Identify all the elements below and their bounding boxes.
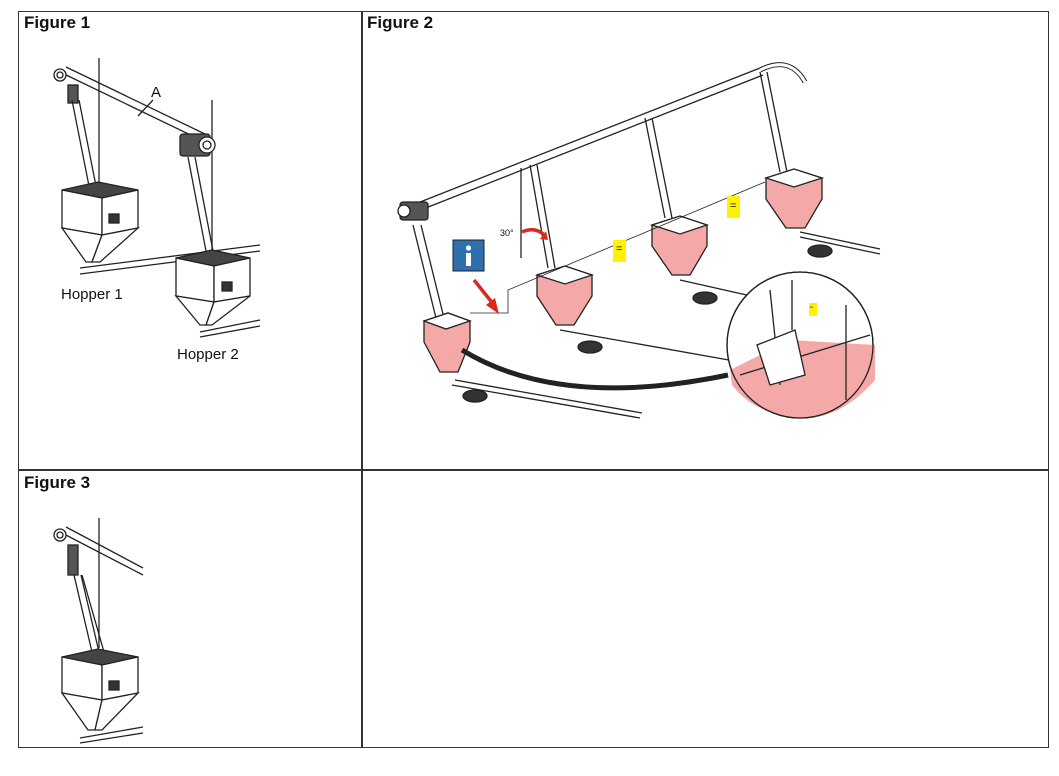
table-row-divider (18, 469, 1049, 471)
equal-marker-2: = (730, 200, 737, 212)
equal-marker-1: = (616, 243, 623, 255)
hopper-1-label: Hopper 1 (61, 286, 123, 303)
figure-table (18, 11, 1049, 748)
figure-3-title: Figure 3 (24, 473, 91, 492)
figure-2-title: Figure 2 (367, 13, 434, 32)
angle-label: 30° (500, 228, 514, 238)
arrow-icon (472, 278, 499, 314)
info-icon (452, 239, 485, 272)
minus-marker: - (810, 302, 814, 313)
table-column-divider (361, 11, 363, 748)
figure-1-title: Figure 1 (24, 13, 91, 32)
callout-a-label: A (151, 84, 162, 101)
hopper-2-label: Hopper 2 (177, 346, 239, 363)
